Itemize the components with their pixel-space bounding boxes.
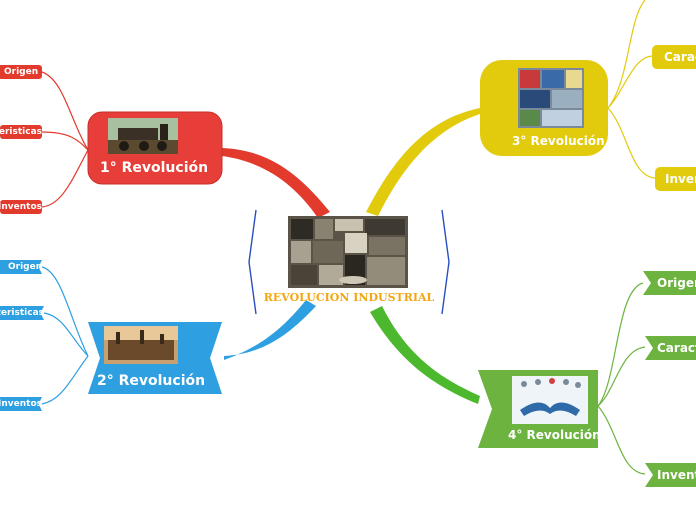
fourth-sub-connectors bbox=[597, 282, 646, 475]
first-child-origen-label: Origen bbox=[4, 67, 39, 77]
first-child-caracteristicas[interactable]: Caracteristicas bbox=[0, 125, 42, 139]
third-child-caracteristicas[interactable]: Caracteristicas bbox=[652, 45, 696, 69]
third-child-inventos[interactable]: Inventos bbox=[655, 167, 696, 191]
fourth-child-origen[interactable]: Origen bbox=[643, 271, 696, 295]
first-child-inventos-label: Inventos bbox=[0, 202, 42, 212]
central-title: REVOLUCION INDUSTRIAL bbox=[263, 291, 435, 304]
first-child-caracteristicas-label: Caracteristicas bbox=[0, 127, 42, 137]
third-sub-connectors bbox=[607, 0, 656, 179]
third-revolution-label[interactable]: 3° Revolución bbox=[512, 134, 605, 148]
industrial-collage-image bbox=[288, 216, 408, 288]
steam-locomotive-image bbox=[108, 118, 178, 154]
central-brackets bbox=[248, 209, 450, 315]
second-child-origen-label: Origen bbox=[8, 262, 42, 272]
connector-fourth bbox=[370, 306, 480, 404]
technology-collage-image bbox=[518, 68, 584, 128]
first-revolution-label[interactable]: 1° Revolución bbox=[100, 160, 209, 176]
digital-handshake-image bbox=[512, 376, 588, 424]
second-child-inventos[interactable]: Inventos bbox=[0, 397, 42, 411]
second-sub-connectors bbox=[41, 266, 89, 405]
fourth-child-inventos-label: Inventos bbox=[657, 468, 696, 482]
second-child-inventos-label: Inventos bbox=[0, 399, 42, 409]
fourth-child-caracteristicas-label: Caracteristicas bbox=[657, 341, 696, 355]
fourth-revolution-label[interactable]: 4° Revolución bbox=[508, 428, 601, 442]
third-child-caracteristicas-label: Caracteristicas bbox=[664, 50, 696, 64]
factory-painting-image bbox=[104, 326, 178, 364]
fourth-child-origen-label: Origen bbox=[657, 276, 696, 290]
second-child-origen[interactable]: Origen bbox=[0, 260, 42, 274]
first-sub-connectors bbox=[41, 71, 89, 208]
third-child-inventos-label: Inventos bbox=[665, 172, 696, 186]
fourth-child-inventos[interactable]: Inventos bbox=[645, 463, 696, 487]
connector-first bbox=[222, 148, 330, 218]
second-child-caracteristicas[interactable]: Caracteristicas bbox=[0, 306, 44, 320]
first-child-origen[interactable]: Origen bbox=[0, 65, 42, 79]
second-child-caracteristicas-label: Caracteristicas bbox=[0, 308, 44, 318]
second-revolution-label[interactable]: 2° Revolución bbox=[97, 373, 206, 389]
connector-third bbox=[366, 108, 480, 216]
connector-second bbox=[224, 300, 316, 360]
first-child-inventos[interactable]: Inventos bbox=[0, 200, 42, 214]
fourth-child-caracteristicas[interactable]: Caracteristicas bbox=[645, 336, 696, 360]
